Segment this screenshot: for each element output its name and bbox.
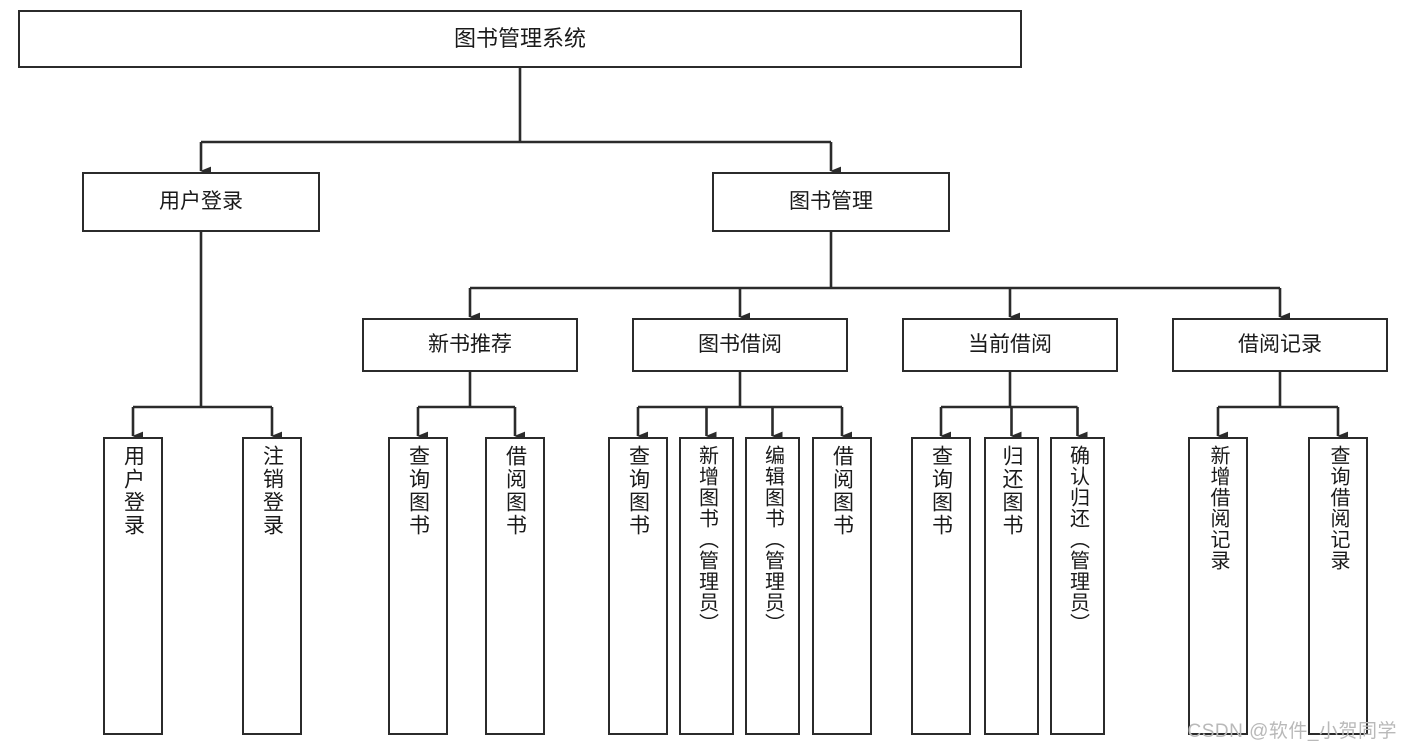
node-current-borrow[interactable]: 当前借阅 <box>902 318 1118 372</box>
node-leaf-4[interactable]: 借阅图书 <box>485 437 545 735</box>
watermark: CSDN @软件_小贺同学 <box>1187 721 1397 742</box>
node-leaf-2[interactable]: 注销登录 <box>242 437 302 735</box>
node-user-login[interactable]: 用户登录 <box>82 172 320 232</box>
node-label: 新增借阅记录 <box>1207 445 1229 571</box>
node-label: 查询图书 <box>929 445 953 537</box>
node-leaf-8[interactable]: 借阅图书 <box>812 437 872 735</box>
node-label: 新书推荐 <box>428 332 512 356</box>
node-leaf-1[interactable]: 用户登录 <box>103 437 163 735</box>
node-new-book-rec[interactable]: 新书推荐 <box>362 318 578 372</box>
node-label: 图书管理系统 <box>453 26 586 52</box>
node-label: 编辑图书（管理员） <box>761 445 784 634</box>
node-label: 注销登录 <box>260 445 284 537</box>
node-label: 借阅记录 <box>1238 332 1322 356</box>
node-leaf-3[interactable]: 查询图书 <box>388 437 448 735</box>
node-label: 借阅图书 <box>830 445 854 537</box>
node-leaf-10[interactable]: 归还图书 <box>984 437 1039 735</box>
node-label: 查询图书 <box>406 445 430 537</box>
node-borrow-record[interactable]: 借阅记录 <box>1172 318 1388 372</box>
node-leaf-13[interactable]: 查询借阅记录 <box>1308 437 1368 735</box>
node-label: 图书借阅 <box>698 332 782 356</box>
node-leaf-12[interactable]: 新增借阅记录 <box>1188 437 1248 735</box>
node-label: 查询借阅记录 <box>1327 445 1349 571</box>
node-leaf-7[interactable]: 编辑图书（管理员） <box>745 437 800 735</box>
node-book-manage[interactable]: 图书管理 <box>712 172 950 232</box>
node-label: 借阅图书 <box>503 445 527 537</box>
node-label: 用户登录 <box>159 189 243 213</box>
node-label: 确认归还（管理员） <box>1066 445 1089 634</box>
node-leaf-6[interactable]: 新增图书（管理员） <box>679 437 734 735</box>
node-label: 归还图书 <box>1000 445 1023 537</box>
node-label: 新增图书（管理员） <box>695 445 718 634</box>
node-book-borrow[interactable]: 图书借阅 <box>632 318 848 372</box>
node-leaf-9[interactable]: 查询图书 <box>911 437 971 735</box>
node-label: 查询图书 <box>626 445 650 537</box>
node-leaf-11[interactable]: 确认归还（管理员） <box>1050 437 1105 735</box>
node-label: 当前借阅 <box>968 332 1052 356</box>
node-label: 图书管理 <box>789 189 873 213</box>
node-leaf-5[interactable]: 查询图书 <box>608 437 668 735</box>
node-root[interactable]: 图书管理系统 <box>18 10 1022 68</box>
node-label: 用户登录 <box>121 445 145 537</box>
